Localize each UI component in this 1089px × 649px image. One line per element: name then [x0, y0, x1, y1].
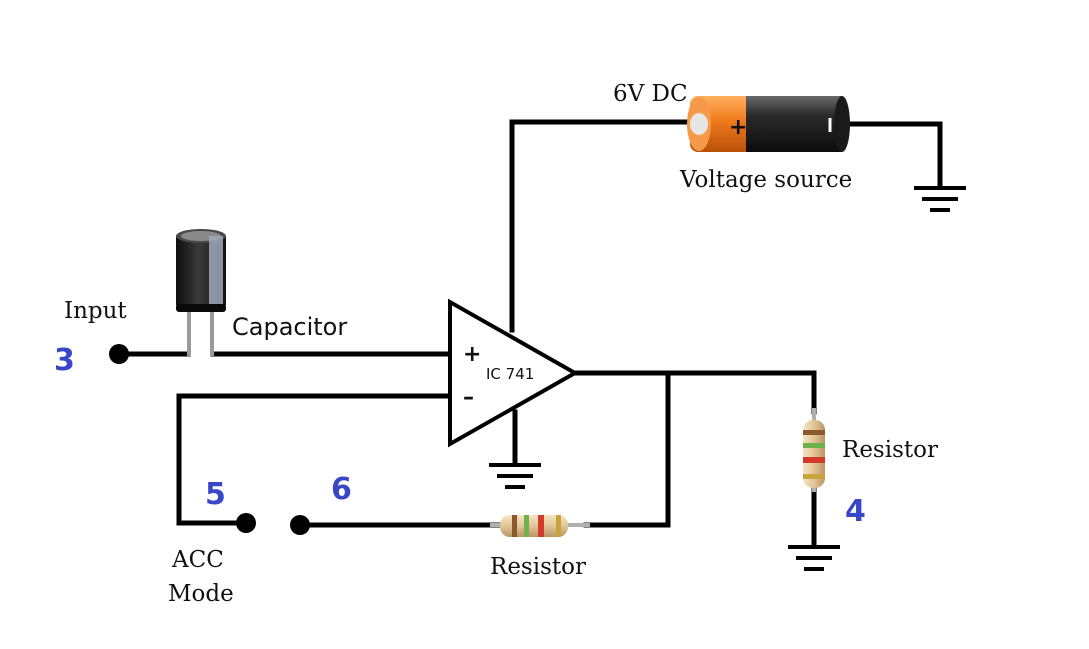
wire-output [572, 370, 817, 415]
wiring [116, 119, 943, 548]
op-amp-triangle [448, 298, 580, 448]
battery-plus-sign: + [729, 115, 747, 140]
voltage-source-label: Voltage source [679, 167, 852, 193]
wire-battery-ground [845, 121, 943, 189]
marker-5: 5 [205, 477, 226, 512]
wire-resistor-to-output [583, 370, 671, 528]
switch-terminal-6[interactable] [290, 515, 310, 535]
ground-symbol-resistor [788, 545, 840, 571]
marker-6: 6 [331, 472, 352, 507]
resistor-right-image [803, 408, 825, 492]
acc-mode-label-line1: ACC [171, 547, 224, 573]
op-amp-label: IC 741 [486, 365, 534, 383]
op-amp-ic741: + – IC 741 [448, 298, 580, 448]
wire-minus-feedback [176, 393, 453, 526]
ground-symbol-battery [914, 186, 966, 212]
wire-supply [509, 119, 695, 333]
ground-symbol-opamp [489, 463, 541, 489]
voltage-label: 6V DC [613, 81, 688, 107]
resistor-bottom-label: Resistor [490, 554, 586, 580]
switch-terminal-5[interactable] [236, 513, 256, 533]
op-amp-minus-sign: – [463, 385, 474, 410]
acc-mode-label-line2: Mode [168, 581, 234, 607]
resistor-right-label: Resistor [842, 437, 938, 463]
marker-3: 3 [54, 343, 75, 378]
op-amp-plus-sign: + [463, 342, 481, 367]
input-terminal[interactable] [109, 344, 129, 364]
marker-4: 4 [845, 494, 866, 529]
input-label: Input [64, 298, 127, 324]
capacitor-image [176, 229, 226, 356]
battery-image: + [687, 96, 850, 152]
capacitor-label: Capacitor [232, 313, 347, 341]
resistor-bottom-image [490, 515, 590, 537]
